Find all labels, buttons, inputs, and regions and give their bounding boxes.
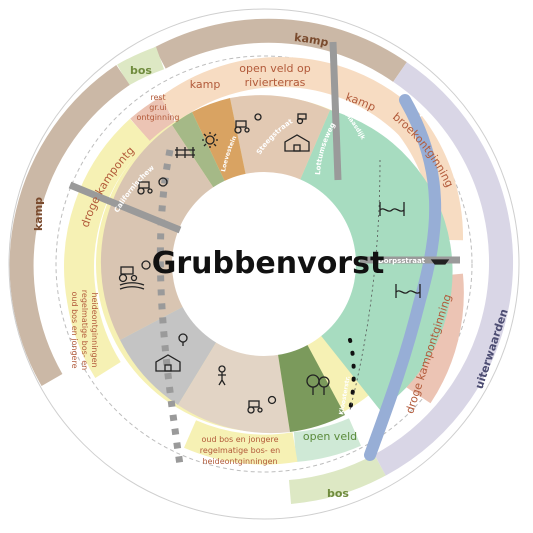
road-top (329, 41, 342, 181)
middle-rest-label-1: rest (150, 93, 165, 102)
boat-icon (430, 259, 450, 265)
sun-icon (254, 113, 262, 121)
middle-oud-bos-bottom-1: oud bos en jongere (201, 435, 278, 444)
middle-oud-bos-left-1: oud bos en jongere (70, 291, 79, 368)
tree-icon (306, 374, 330, 395)
middle-open-veld-band (293, 418, 362, 462)
tractor-icon (118, 266, 138, 283)
outer-kamp-left-band (9, 65, 130, 386)
tractor-icon (137, 181, 153, 195)
middle-oud-bos-left-band (67, 297, 121, 378)
farmer-icon (218, 365, 226, 386)
middle-open-veld-label-1: open veld op (239, 62, 310, 75)
road-dashed-left (156, 149, 184, 466)
middle-oud-bos-bottom-3: heideontginningen (202, 457, 277, 466)
middle-kamp-a-label: kamp (190, 78, 221, 91)
sun-icon (202, 132, 218, 148)
tractor-icon (247, 400, 263, 414)
sun-icon (158, 177, 168, 187)
page-title: Grubbenvorst (152, 246, 385, 281)
farmhouse-icon (155, 354, 181, 372)
middle-oud-bos-bottom-2: regelmatige bos- en (200, 446, 280, 455)
outer-bos-bottom-label: bos (327, 487, 349, 500)
middle-oud-bos-left-3: heideontginningen (90, 292, 99, 367)
middle-rest-label-2: gr.ui (149, 103, 166, 112)
outer-kamp-top-band (154, 18, 407, 82)
river (364, 94, 442, 461)
tractor-icon (296, 113, 307, 125)
outer-bos-top-label: bos (130, 64, 152, 77)
dotted-boundary (348, 338, 356, 412)
outer-ring (8, 8, 520, 520)
outer-bos-top-band (117, 46, 165, 86)
middle-rest-label-3: ontginning (137, 113, 180, 122)
sun-icon (141, 260, 151, 270)
outer-kamp-top-label: kamp (294, 31, 330, 49)
middle-rest-ontginning-band (130, 97, 176, 142)
center-circle (172, 172, 356, 356)
thin-dashed-line (349, 159, 381, 411)
water-waves-icon (379, 202, 405, 216)
middle-peach-band (158, 56, 421, 136)
middle-open-veld-label: open veld (303, 430, 357, 443)
tree-icon (178, 333, 188, 346)
water-waves-icon (395, 284, 421, 298)
outer-uiterwaarden-band (374, 62, 514, 476)
fence-icon (175, 147, 195, 158)
icons (118, 113, 450, 414)
plowed-field-icon (119, 282, 145, 290)
outer-kamp-left-label: kamp (32, 197, 45, 231)
middle-oud-bos-left-2: regelmatige bos- en (80, 290, 89, 370)
street-dorpsstraat: Dorpsstraat (378, 257, 426, 265)
outer-bos-bottom-band (288, 454, 386, 504)
tractor-icon (234, 120, 250, 134)
middle-droge-left-band (64, 118, 151, 303)
middle-oud-bos-bottom-band (183, 420, 298, 465)
middle-open-veld-label-2: rivierterras (245, 76, 306, 89)
farmhouse-icon (284, 134, 310, 152)
sun-icon (267, 395, 277, 405)
